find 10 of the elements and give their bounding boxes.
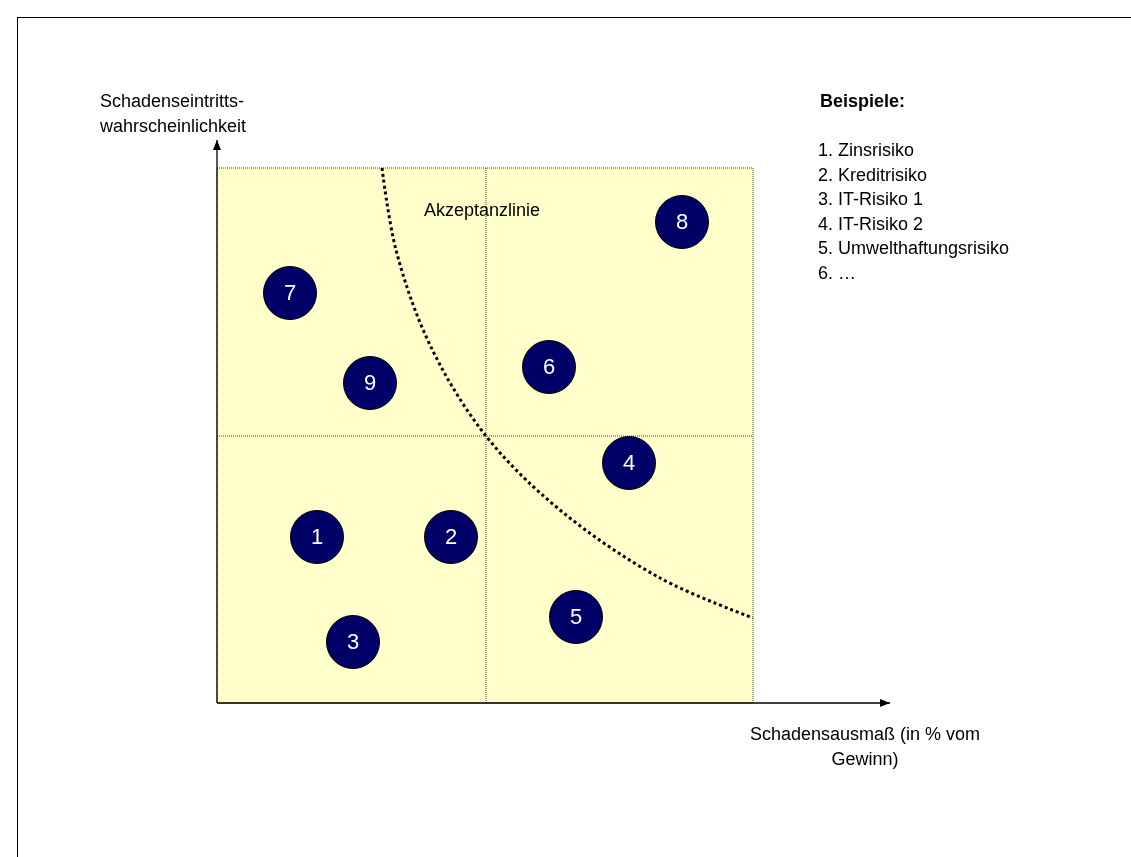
list-item: 5. Umwelthaftungsrisiko (818, 237, 1011, 260)
list-item: 4. IT-Risiko 2 (818, 212, 925, 236)
list-item: 6. … (818, 261, 857, 285)
list-item: 3. IT-Risiko 1 (818, 188, 925, 211)
axis-label: Schadenseintritts- wahrscheinlichkeit (100, 90, 248, 138)
list-heading: Beispiele: (820, 90, 907, 113)
axis-label: Schadensausmaß (in % vom Gewinn) (748, 723, 982, 771)
list-item: 2. Kreditrisiko (818, 163, 929, 187)
curve-label: Akzeptanzlinie (424, 199, 542, 222)
list-item: 1. Zinsrisiko (818, 139, 916, 162)
